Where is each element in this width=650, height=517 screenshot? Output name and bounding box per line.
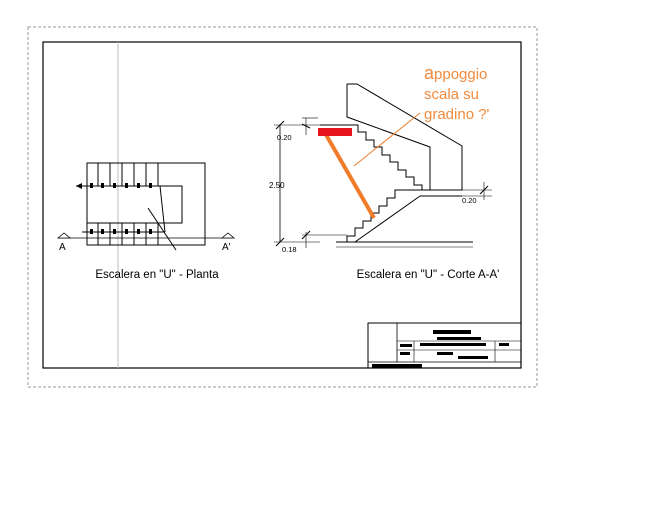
dim-top: 0.20 <box>277 133 292 142</box>
annotation-line2: scala su <box>424 86 479 103</box>
dim-bottom: 0.18 <box>282 245 297 254</box>
plan-treads-bottom <box>97 223 159 245</box>
annotation-leader <box>353 112 421 167</box>
plan-view: A A' <box>56 162 236 253</box>
section-mark-right-icon <box>220 232 236 239</box>
annotation-note: appoggio scala su gradino ?' <box>424 63 490 123</box>
annotation-line3: gradino ?' <box>424 106 490 123</box>
plan-well <box>86 185 183 224</box>
title-block-redacted-fields <box>372 330 509 368</box>
dim-height: 2.50 <box>269 181 285 190</box>
annotation-line1-rest: ppoggio <box>434 66 487 83</box>
section-title: Escalera en "U" - Corte A-A' <box>357 269 500 281</box>
dim-landing: 0.20 <box>462 196 477 205</box>
section-soffit <box>354 195 421 243</box>
section-view: 2.50 0.20 0.18 0.20 <box>269 83 492 254</box>
title-block <box>367 322 522 369</box>
annotation-first-letter: a <box>424 63 435 83</box>
red-beam <box>318 128 352 136</box>
section-mark-left-icon <box>56 232 72 239</box>
section-top-flight <box>320 124 430 191</box>
plan-title: Escalera en "U" - Planta <box>95 269 219 281</box>
plan-arrow-head <box>76 183 82 189</box>
orange-stringer <box>323 132 376 219</box>
plan-tread-dots <box>90 183 152 234</box>
sheet-dashed-border <box>27 26 538 388</box>
section-mark-left-label: A <box>59 242 66 253</box>
section-mark-right-label: A' <box>222 242 231 253</box>
drawing-frame <box>42 41 522 369</box>
plan-cut-diagonal <box>147 207 177 251</box>
annotation-line1: appoggio <box>424 63 487 83</box>
section-bottom-flight <box>346 189 418 242</box>
plan-treads-top <box>97 163 159 186</box>
